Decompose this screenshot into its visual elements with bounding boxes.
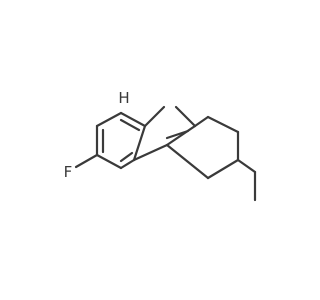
fluorine-label: F — [64, 163, 73, 181]
bond — [165, 124, 197, 147]
bond — [206, 158, 240, 180]
bond — [165, 129, 190, 140]
bond — [165, 143, 210, 180]
bond — [119, 111, 147, 128]
bond — [174, 105, 197, 128]
bond — [119, 151, 134, 163]
nh-hydrogen-label: H — [118, 89, 129, 107]
bond — [132, 124, 147, 162]
bond — [119, 118, 141, 132]
structure-canvas: H F — [64, 89, 257, 202]
bond — [119, 158, 136, 170]
bond — [206, 115, 240, 134]
bonds — [74, 105, 257, 202]
bond — [143, 105, 166, 128]
bond — [193, 115, 210, 128]
bond — [132, 143, 169, 162]
bond — [74, 153, 99, 169]
bond — [236, 158, 257, 174]
atom-labels: H F — [64, 89, 130, 181]
bond — [95, 111, 123, 128]
bond — [95, 153, 123, 170]
molecule-structure: H F — [64, 89, 257, 202]
